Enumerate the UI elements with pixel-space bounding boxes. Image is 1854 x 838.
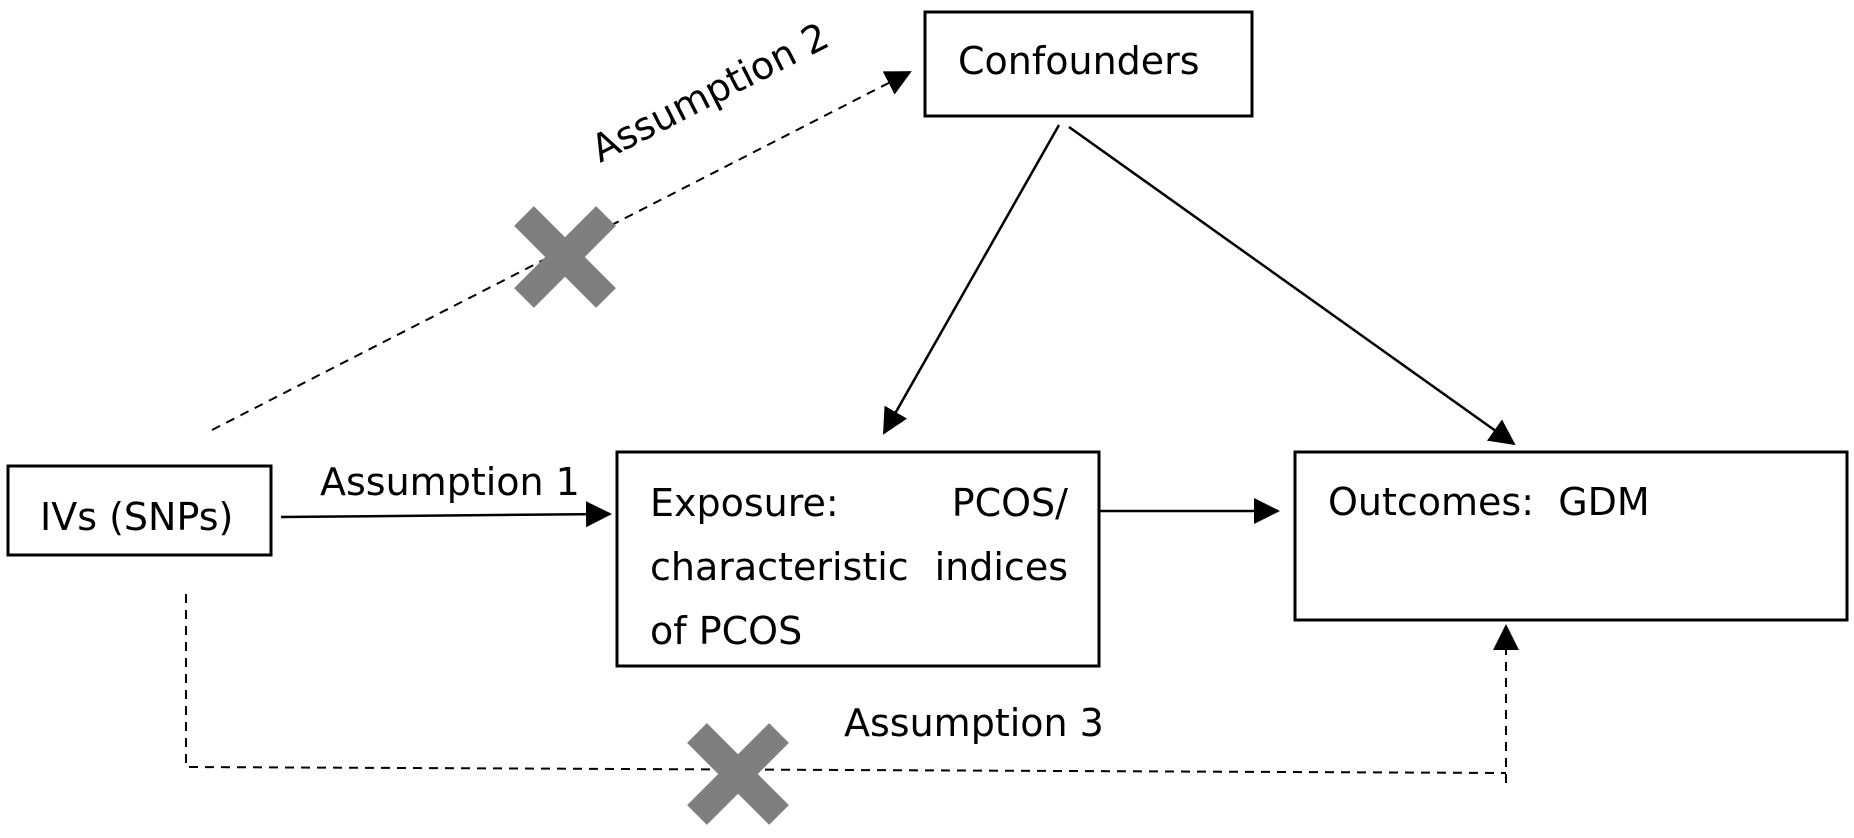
- edge-confounders-to-outcomes: [1068, 125, 1516, 446]
- cross-icon: [687, 723, 789, 825]
- exposure-line1-right: PCOS/: [952, 481, 1068, 525]
- ivs-node: [6, 464, 273, 557]
- exposure-node: [615, 450, 1101, 668]
- confounders-node-label: Confounders: [958, 39, 1200, 83]
- outcomes-node-label: Outcomes: GDM: [1328, 480, 1650, 524]
- confounders-node: [923, 10, 1254, 118]
- edge-confounders-to-exposure: [882, 124, 1061, 435]
- ivs-node-label: IVs (SNPs): [40, 495, 233, 539]
- cross-icon: [514, 206, 616, 308]
- exposure-line3: of PCOS: [650, 609, 802, 653]
- assumption1-label: Assumption 1: [320, 460, 580, 504]
- exposure-line2-right: indices: [935, 545, 1068, 589]
- assumption3-label: Assumption 3: [844, 701, 1104, 745]
- assumption2-label: Assumption 2: [584, 14, 836, 171]
- exposure-line1-left: Exposure:: [650, 481, 839, 525]
- outcomes-node: [1293, 450, 1849, 622]
- exposure-line2-left: characteristic: [650, 545, 909, 589]
- edge-ivs-to-exposure: [280, 501, 612, 528]
